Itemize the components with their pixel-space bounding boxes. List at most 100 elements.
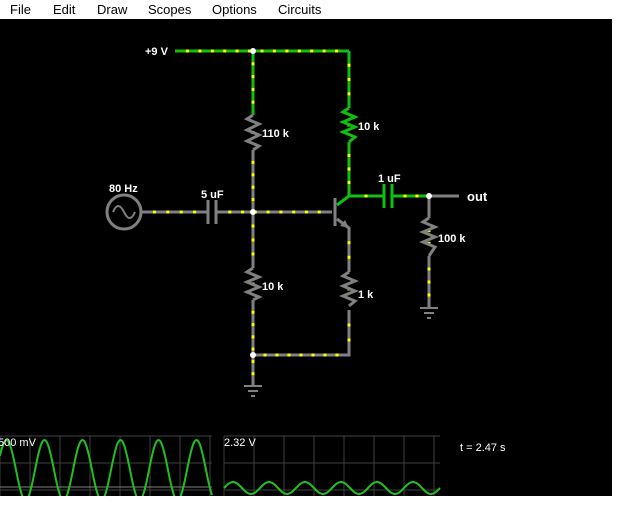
current-dot bbox=[304, 210, 308, 214]
current-dot bbox=[251, 185, 255, 189]
label-output: out bbox=[467, 189, 488, 204]
label-load-resistor: 100 k bbox=[438, 233, 466, 245]
current-dot bbox=[310, 49, 314, 53]
current-dot bbox=[260, 49, 264, 53]
current-dot bbox=[297, 49, 301, 53]
label-r-collector: 10 k bbox=[358, 121, 380, 133]
current-dot bbox=[427, 293, 431, 297]
current-dot bbox=[251, 160, 255, 164]
scope-1-waveform bbox=[0, 439, 213, 496]
current-dot bbox=[347, 338, 351, 342]
current-dot bbox=[251, 359, 255, 363]
current-dot bbox=[210, 49, 214, 53]
current-dot bbox=[251, 252, 255, 256]
label-r-emitter: 1 k bbox=[358, 289, 374, 301]
current-dot bbox=[322, 49, 326, 53]
menu-scopes[interactable]: Scopes bbox=[148, 2, 192, 17]
current-dot bbox=[347, 63, 351, 67]
current-dot bbox=[347, 323, 351, 327]
scope-2[interactable]: 2.32 V bbox=[223, 435, 441, 496]
current-dot bbox=[251, 100, 255, 104]
circuit-canvas[interactable]: +9 V 80 Hz 5 uF 110 k 10 k 10 k 1 k 1 uF… bbox=[0, 19, 612, 496]
current-dot bbox=[285, 49, 289, 53]
label-source-freq: 80 Hz bbox=[109, 183, 138, 195]
current-dot bbox=[317, 210, 321, 214]
current-dot bbox=[251, 75, 255, 79]
scope-1[interactable]: 500 mV bbox=[0, 435, 213, 496]
current-dot bbox=[335, 49, 339, 53]
scope-2-label: 2.32 V bbox=[224, 437, 256, 449]
current-dot bbox=[152, 210, 156, 214]
resistor-10k-collector[interactable] bbox=[339, 106, 359, 144]
current-dot bbox=[292, 210, 296, 214]
menu-circuits[interactable]: Circuits bbox=[278, 2, 322, 17]
current-dot bbox=[235, 49, 239, 53]
current-dot bbox=[251, 335, 255, 339]
circuit-diagram[interactable]: +9 V 80 Hz 5 uF 110 k 10 k 10 k 1 k 1 uF… bbox=[0, 19, 612, 496]
ac-source[interactable] bbox=[105, 193, 143, 231]
current-dot bbox=[347, 241, 351, 245]
sine-wave-icon bbox=[112, 205, 136, 219]
scope-2-waveform bbox=[223, 480, 441, 496]
current-dot bbox=[347, 255, 351, 259]
ground-left-icon bbox=[244, 385, 262, 397]
current-dot bbox=[251, 238, 255, 242]
current-dot bbox=[251, 224, 255, 228]
wire-rc-to-collector[interactable] bbox=[347, 142, 383, 198]
current-dot bbox=[299, 353, 303, 357]
menu-options[interactable]: Options bbox=[212, 2, 257, 17]
current-dot bbox=[198, 49, 202, 53]
npn-transistor[interactable] bbox=[333, 198, 349, 228]
current-dot bbox=[347, 154, 351, 157]
current-dot bbox=[287, 353, 291, 357]
current-dot bbox=[251, 347, 255, 351]
wire-collector-diag[interactable] bbox=[336, 194, 350, 207]
current-dot bbox=[347, 167, 351, 171]
time-readout: t = 2.47 s bbox=[460, 442, 506, 454]
current-dot bbox=[266, 210, 270, 214]
current-dot bbox=[415, 194, 419, 198]
current-dots bbox=[152, 49, 431, 376]
current-dot bbox=[263, 353, 267, 357]
current-dot bbox=[279, 210, 283, 214]
current-dot bbox=[347, 181, 351, 184]
current-dot bbox=[364, 194, 368, 198]
current-dot bbox=[251, 62, 255, 66]
current-dot bbox=[251, 173, 255, 177]
current-dot bbox=[228, 210, 232, 214]
current-dot bbox=[251, 87, 255, 91]
resistor-110k[interactable] bbox=[243, 113, 263, 152]
menu-draw[interactable]: Draw bbox=[97, 2, 128, 17]
ground-right-icon bbox=[420, 307, 438, 319]
current-dot bbox=[347, 78, 351, 81]
scope-1-label: 500 mV bbox=[0, 437, 37, 449]
current-dot bbox=[241, 210, 245, 214]
label-coupling-cap: 5 uF bbox=[201, 189, 224, 201]
current-dot bbox=[272, 49, 276, 53]
label-r-bottom-left: 10 k bbox=[262, 281, 284, 293]
menu-file[interactable]: File bbox=[10, 2, 31, 17]
menu-bar: File Edit Draw Scopes Options Circuits bbox=[0, 0, 618, 19]
resistor-10k-bias[interactable] bbox=[243, 266, 263, 302]
capacitor-1uf[interactable] bbox=[382, 184, 394, 208]
current-dot bbox=[251, 310, 255, 314]
label-supply: +9 V bbox=[145, 46, 169, 58]
resistor-100k-load[interactable] bbox=[419, 216, 439, 257]
label-r-top-left: 110 k bbox=[262, 128, 290, 140]
current-dot bbox=[347, 92, 351, 96]
current-dot bbox=[335, 353, 339, 357]
wire-bottom-return[interactable] bbox=[253, 310, 351, 357]
current-dot bbox=[323, 353, 327, 357]
current-dot bbox=[223, 49, 227, 53]
current-dot bbox=[185, 49, 189, 53]
current-dot bbox=[248, 49, 252, 53]
capacitor-5uf[interactable] bbox=[206, 200, 218, 224]
menu-edit[interactable]: Edit bbox=[53, 2, 76, 17]
junction-nodes bbox=[250, 48, 432, 358]
current-dot bbox=[427, 280, 431, 284]
current-dot bbox=[193, 210, 197, 214]
current-dot bbox=[427, 267, 431, 271]
resistor-1k-emitter[interactable] bbox=[339, 270, 359, 308]
current-dot bbox=[251, 198, 255, 202]
label-output-cap: 1 uF bbox=[378, 173, 401, 185]
